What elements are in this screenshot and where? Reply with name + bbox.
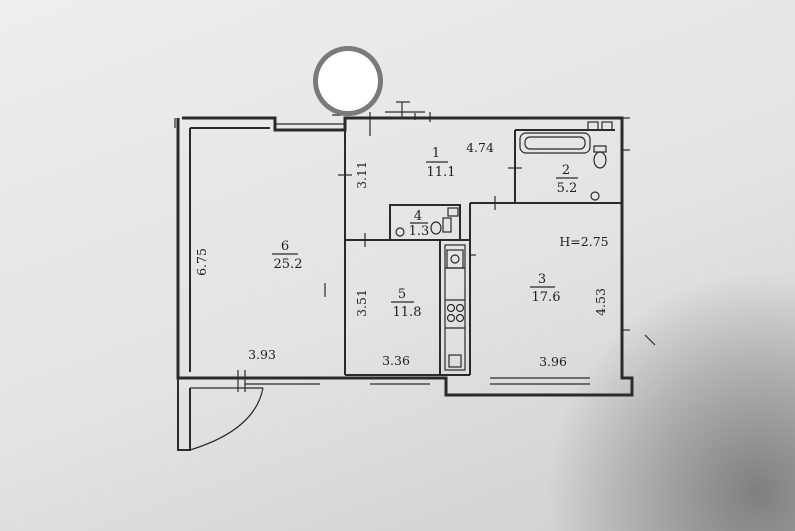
room-4-area: 1.3 — [409, 224, 430, 239]
room-6-number: 6 — [281, 239, 289, 254]
room-4-number: 4 — [414, 209, 422, 224]
ceiling-height-label: H=2.75 — [559, 234, 608, 249]
redaction-circle — [318, 51, 378, 111]
room-3-width-dimension: 3.96 — [539, 354, 567, 369]
room-5-width-dimension: 3.36 — [382, 353, 410, 368]
bathtub — [519, 132, 591, 154]
room-1-area: 11.1 — [427, 165, 456, 180]
room-3-area: 17.6 — [532, 290, 561, 305]
room-3-label: 3 17.6 — [530, 272, 560, 305]
room-6-label: 6 25.2 — [272, 239, 302, 272]
room-5-area: 11.8 — [393, 305, 422, 320]
room-5-label: 5 11.8 — [391, 287, 421, 320]
room-3-height-dimension: 4.53 — [593, 288, 608, 316]
sink-icon — [590, 191, 600, 201]
toilet-icon — [593, 145, 607, 169]
room-1-label: 1 11.1 — [426, 146, 455, 180]
room-4-label: 4 1.3 — [409, 209, 430, 239]
room-3-number: 3 — [538, 272, 546, 287]
kitchen-counter — [444, 244, 466, 371]
room-1-number: 1 — [432, 146, 440, 161]
room-6-area: 25.2 — [274, 257, 303, 272]
room-6-width-dimension: 3.93 — [248, 347, 276, 362]
room-6-height-dimension: 6.75 — [194, 248, 209, 276]
room-1-height-dimension: 3.11 — [354, 161, 369, 189]
room-1-width-dimension: 4.74 — [466, 140, 494, 155]
balcony — [177, 378, 264, 451]
wc-fixtures — [395, 207, 459, 237]
room-2-area: 5.2 — [557, 181, 578, 196]
room-2-number: 2 — [562, 163, 570, 178]
room-5-number: 5 — [398, 287, 406, 302]
wall-marks — [332, 113, 613, 131]
room-5-height-dimension: 3.51 — [354, 289, 369, 317]
room-2-label: 2 5.2 — [556, 163, 578, 196]
